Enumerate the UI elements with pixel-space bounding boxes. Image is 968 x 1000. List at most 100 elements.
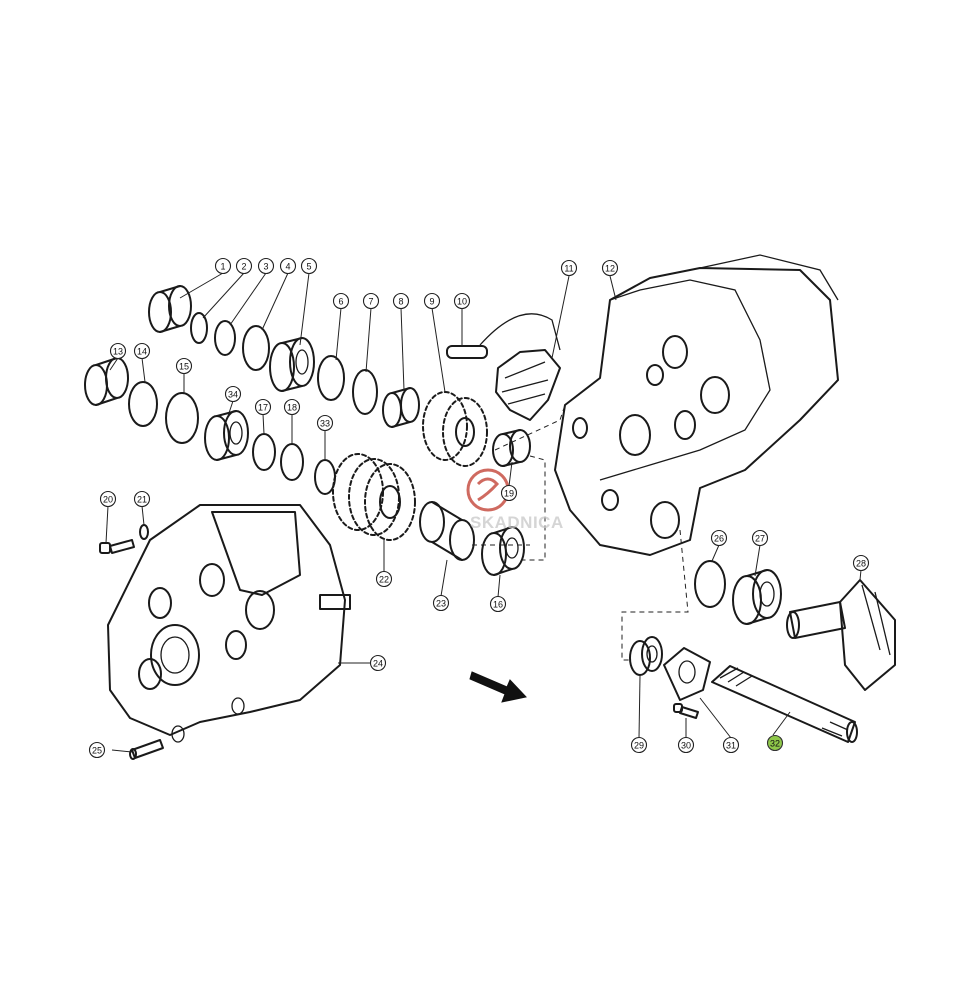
callout-number: 7: [368, 297, 373, 307]
callout-7: 7: [362, 292, 380, 310]
callout-number: 18: [287, 403, 297, 413]
callout-number: 16: [493, 600, 503, 610]
callout-4: 4: [279, 257, 297, 275]
callout-number: 8: [398, 297, 403, 307]
part-22-triple-sprocket: [332, 453, 416, 541]
part-32-splined-shaft: [711, 665, 858, 743]
callout-22: 22: [375, 570, 393, 588]
callout-31: 31: [722, 736, 740, 754]
callout-9: 9: [423, 292, 441, 310]
callout-number: 22: [379, 575, 389, 585]
part-33-washer: [314, 459, 336, 495]
callout-17: 17: [254, 398, 272, 416]
callout-number: 4: [285, 262, 290, 272]
part-30-bolt: [673, 703, 699, 719]
callout-number: 12: [605, 264, 615, 274]
callout-20: 20: [99, 490, 117, 508]
callout-8: 8: [392, 292, 410, 310]
callout-number: 10: [457, 297, 467, 307]
callout-number: 17: [258, 403, 268, 413]
callout-33: 33: [316, 414, 334, 432]
callout-number: 5: [306, 262, 311, 272]
part-11-roller-chain: [479, 313, 561, 421]
part-8-bushing: [382, 387, 420, 428]
callout-number: 26: [714, 534, 724, 544]
callout-19: 19: [500, 484, 518, 502]
callout-26: 26: [710, 529, 728, 547]
callout-5: 5: [300, 257, 318, 275]
part-29-seal: [629, 636, 663, 676]
part-4-circlip: [242, 325, 270, 371]
part-21-washer: [139, 524, 149, 540]
callout-number: 15: [179, 362, 189, 372]
callout-number: 25: [92, 746, 102, 756]
direction-arrow-icon: [469, 671, 527, 703]
callout-number: 1: [220, 262, 225, 272]
part-19-bushing: [492, 429, 531, 467]
part-15-washer: [165, 392, 199, 444]
callout-21: 21: [133, 490, 151, 508]
part-5-bearing: [269, 337, 315, 392]
callout-number: 3: [263, 262, 268, 272]
callout-1: 1: [214, 257, 232, 275]
callout-23: 23: [432, 594, 450, 612]
watermark-text: SKADNICA: [470, 513, 564, 532]
callout-6: 6: [332, 292, 350, 310]
callout-number: 32: [770, 739, 780, 749]
part-2-circlip: [190, 312, 208, 344]
callout-11: 11: [560, 259, 578, 277]
part-23-bushing: [419, 501, 475, 561]
callout-number: 28: [856, 559, 866, 569]
callout-number: 23: [436, 599, 446, 609]
callout-34: 34: [224, 385, 242, 403]
callout-number: 33: [320, 419, 330, 429]
callout-number: 14: [137, 347, 147, 357]
callout-number: 29: [634, 741, 644, 751]
callout-number: 9: [429, 297, 434, 307]
part-28-bevel-gear-shaft: [786, 579, 896, 691]
callout-3: 3: [257, 257, 275, 275]
part-13-sleeve: [84, 357, 129, 406]
callout-number: 27: [755, 534, 765, 544]
watermark-logo: SKADNICA: [466, 468, 564, 532]
callout-12: 12: [601, 259, 619, 277]
callout-number: 20: [103, 495, 113, 505]
callout-16: 16: [489, 595, 507, 613]
part-12-gearbox-housing: [554, 254, 839, 556]
callout-18: 18: [283, 398, 301, 416]
callout-number: 6: [338, 297, 343, 307]
part-18-washer: [280, 443, 304, 481]
callout-25: 25: [88, 741, 106, 759]
callout-10: 10: [453, 292, 471, 310]
part-7-circlip: [352, 369, 378, 415]
callout-28: 28: [852, 554, 870, 572]
part-3-washer: [214, 320, 236, 356]
callout-24: 24: [369, 654, 387, 672]
part-17-circlip: [252, 433, 276, 471]
callout-27: 27: [751, 529, 769, 547]
callout-30: 30: [677, 736, 695, 754]
part-6-washer: [317, 355, 345, 401]
callout-number: 24: [373, 659, 383, 669]
part-1-sleeve: [148, 285, 192, 333]
part-9-double-sprocket: [422, 391, 488, 467]
callout-number: 30: [681, 741, 691, 751]
part-10-chain-link: [446, 345, 488, 359]
callout-number: 13: [113, 347, 123, 357]
callout-15: 15: [175, 357, 193, 375]
callout-32: 32: [766, 734, 784, 752]
callout-number: 2: [241, 262, 246, 272]
callout-2: 2: [235, 257, 253, 275]
part-34-bearing: [204, 410, 249, 461]
callout-number: 31: [726, 741, 736, 751]
part-27-bearing: [732, 569, 782, 625]
part-26-washer: [694, 560, 726, 608]
callout-29: 29: [630, 736, 648, 754]
callout-number: 21: [137, 495, 147, 505]
part-25-pin: [129, 739, 164, 760]
callout-14: 14: [133, 342, 151, 360]
callout-number: 34: [228, 390, 238, 400]
part-14-circlip: [128, 381, 158, 427]
